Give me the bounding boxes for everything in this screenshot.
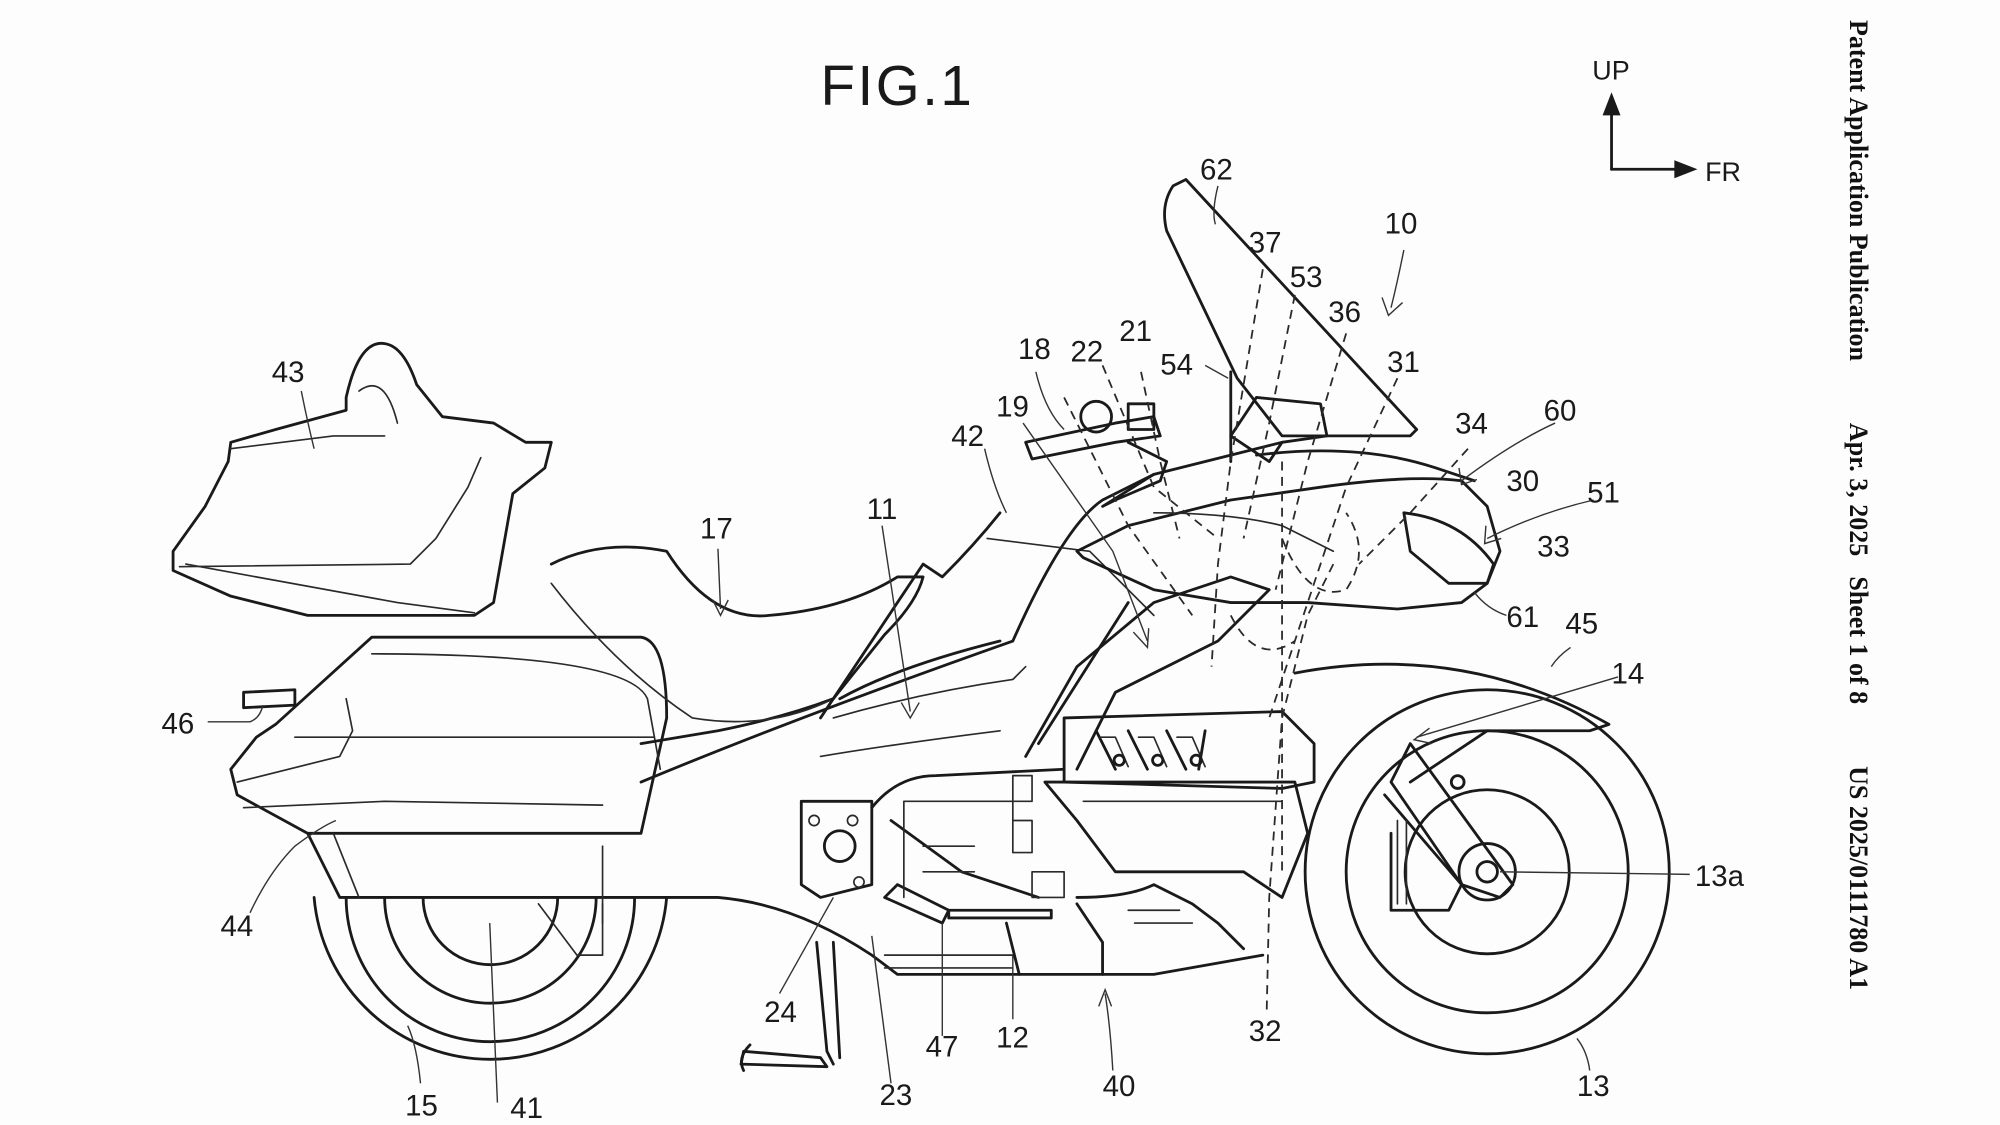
leader-lines: [207, 185, 1690, 1103]
frame-and-engine: [799, 575, 1316, 976]
ref-11: 11: [867, 493, 898, 526]
ref-36: 36: [1328, 296, 1361, 329]
ref-13: 13: [1577, 1070, 1610, 1103]
ref-32: 32: [1249, 1015, 1282, 1048]
publication-number: US 2025/0111780 A1: [1844, 766, 1873, 991]
ref-46: 46: [162, 707, 195, 740]
ref-19: 19: [996, 391, 1029, 424]
passenger-footrest: [242, 688, 297, 710]
seat: [549, 545, 1002, 746]
up-label: UP: [1592, 55, 1629, 85]
ref-23: 23: [879, 1079, 912, 1112]
ref-60: 60: [1544, 395, 1577, 428]
ref-40: 40: [1103, 1070, 1136, 1103]
sheet-number: Sheet 1 of 8: [1844, 576, 1873, 705]
ref-41: 41: [510, 1092, 543, 1125]
ref-37: 37: [1249, 227, 1282, 260]
up-arrowhead-icon: [1602, 92, 1621, 116]
ref-43: 43: [272, 356, 305, 389]
top-box: [171, 342, 553, 617]
windscreen: [1163, 178, 1419, 463]
ref-45: 45: [1565, 607, 1598, 640]
ref-44: 44: [221, 910, 254, 943]
figure-title: FIG.1: [821, 54, 975, 117]
ref-21: 21: [1119, 315, 1152, 348]
ref-10: 10: [1385, 207, 1418, 240]
reference-numerals: 43 46 44 15 41 17 11 42 19 18 22 21 54 6…: [162, 153, 1745, 1124]
ref-42: 42: [951, 420, 984, 453]
ref-61: 61: [1506, 601, 1539, 634]
ref-14: 14: [1612, 657, 1645, 690]
ref-15: 15: [405, 1089, 438, 1122]
ref-53: 53: [1290, 261, 1323, 294]
ref-24: 24: [764, 996, 797, 1029]
ref-30: 30: [1506, 465, 1539, 498]
ref-22: 22: [1071, 336, 1104, 369]
front-arrowhead-icon: [1674, 160, 1698, 179]
publication-type: Patent Application Publication: [1844, 20, 1873, 361]
front-label: FR: [1705, 157, 1741, 187]
ref-51: 51: [1587, 477, 1620, 510]
orientation-indicator: UP FR: [1592, 55, 1741, 186]
patent-header: Patent Application Publication Apr. 3, 2…: [1838, 20, 1878, 1120]
ref-33: 33: [1537, 530, 1570, 563]
center-stand: [739, 940, 842, 1072]
front-fork: [1383, 742, 1515, 912]
ref-17: 17: [700, 512, 733, 545]
rear-wheel: [312, 896, 669, 1061]
hidden-lines: [1063, 269, 1469, 1013]
saddlebag: [229, 635, 669, 835]
ref-47: 47: [926, 1030, 959, 1063]
ref-12: 12: [996, 1021, 1029, 1054]
publication-date: Apr. 3, 2025: [1844, 422, 1873, 557]
front-fender: [1293, 662, 1611, 784]
ref-13a: 13a: [1695, 860, 1745, 893]
ref-34: 34: [1455, 407, 1488, 440]
ref-62: 62: [1200, 153, 1233, 186]
front-wheel: [1303, 688, 1671, 1056]
handlebar: [1024, 399, 1169, 508]
ref-18: 18: [1018, 333, 1051, 366]
rear-under-cowl: [306, 831, 1265, 976]
ref-31: 31: [1387, 346, 1420, 379]
ref-54: 54: [1160, 348, 1193, 381]
